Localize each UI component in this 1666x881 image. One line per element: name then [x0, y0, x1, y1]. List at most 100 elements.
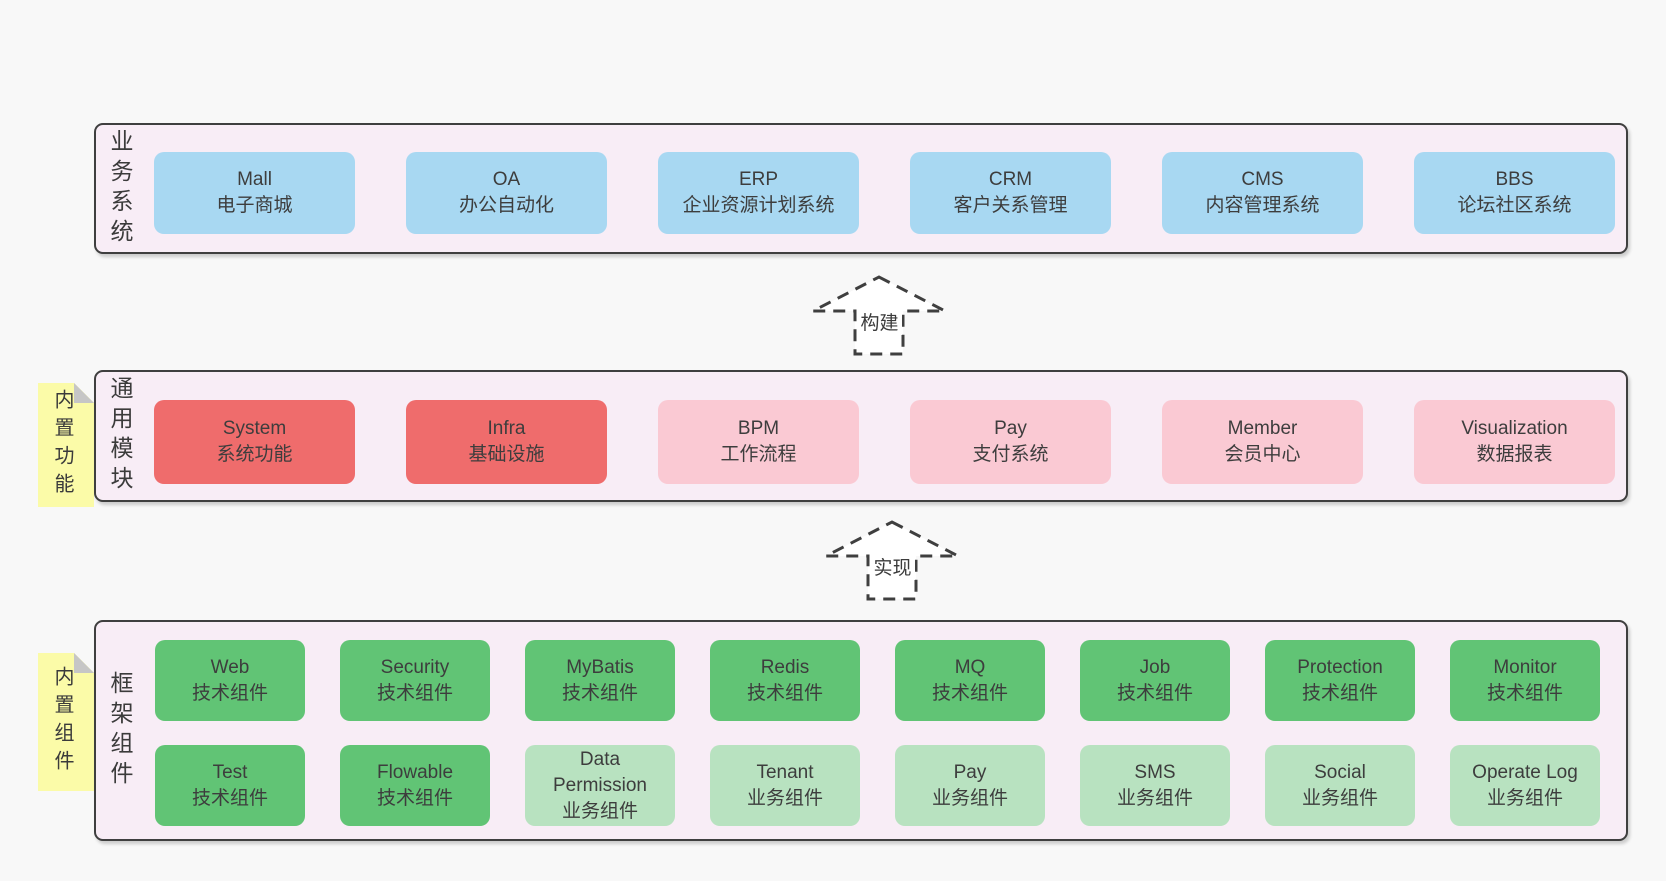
framework-boxes-row-1: Web 技术组件 Security 技术组件 MyBatis 技术组件 Redi…	[155, 640, 1600, 721]
component-box: Monitor 技术组件	[1450, 640, 1600, 721]
box-name: BBS	[1495, 169, 1534, 190]
box-desc: 业务组件	[1486, 787, 1563, 809]
system-box: BBS 论坛社区系统	[1414, 152, 1615, 234]
box-name: Mall	[237, 169, 272, 190]
box-name: SMS	[1134, 761, 1176, 783]
box-desc: 论坛社区系统	[1457, 195, 1572, 216]
component-box: Tenant 业务组件	[710, 745, 860, 826]
component-box: Job 技术组件	[1080, 640, 1230, 721]
component-box: Redis 技术组件	[710, 640, 860, 721]
box-desc: 技术组件	[931, 682, 1008, 704]
box-desc: 技术组件	[561, 682, 638, 704]
box-desc: 系统功能	[216, 444, 293, 465]
folded-corner-icon	[74, 653, 94, 673]
component-box: Operate Log 业务组件	[1450, 745, 1600, 826]
component-box: Protection 技术组件	[1265, 640, 1415, 721]
box-desc: 业务组件	[1301, 787, 1378, 809]
box-desc: 技术组件	[1116, 682, 1193, 704]
folded-corner-icon	[74, 383, 94, 403]
box-name: Operate Log	[1472, 761, 1578, 783]
box-name: MyBatis	[566, 656, 634, 678]
box-name: ERP	[738, 169, 779, 190]
system-box: CRM 客户关系管理	[910, 152, 1111, 234]
box-desc: 企业资源计划系统	[682, 195, 835, 216]
modules-boxes-row: System 系统功能 Infra 基础设施 BPM 工作流程 Pay 支付系统	[154, 400, 1615, 484]
box-name: Pay	[994, 418, 1027, 439]
common-modules-section: 通用模块 System 系统功能 Infra 基础设施 BPM 工作流程	[94, 370, 1628, 502]
box-name: CMS	[1241, 169, 1284, 190]
component-box: Test 技术组件	[155, 745, 305, 826]
box-name: Monitor	[1493, 656, 1557, 678]
component-box: SMS 业务组件	[1080, 745, 1230, 826]
section-label-modules: 通用模块	[107, 376, 133, 496]
box-name: Security	[380, 656, 450, 678]
build-arrow: 构建	[811, 275, 948, 357]
section-label-business: 业务系统	[107, 128, 133, 249]
arrow-label: 构建	[857, 313, 902, 335]
box-desc: 技术组件	[1486, 682, 1563, 704]
arrow-label: 实现	[870, 558, 915, 580]
box-name: System	[222, 418, 287, 439]
box-name: Social	[1314, 761, 1366, 783]
framework-components-section: 框架组件 Web 技术组件 Security 技术组件 MyBatis 技术组件	[94, 620, 1628, 841]
component-box: MQ 技术组件	[895, 640, 1045, 721]
sticky-note-built-in-features: 内置功能	[38, 383, 94, 507]
box-desc: 技术组件	[376, 787, 453, 809]
box-desc: 客户关系管理	[953, 195, 1068, 216]
box-desc: 内容管理系统	[1205, 195, 1320, 216]
framework-boxes-row-2: Test 技术组件 Flowable 技术组件 Data Permission …	[155, 745, 1600, 826]
box-name: Infra	[487, 418, 526, 439]
component-box: Pay 业务组件	[895, 745, 1045, 826]
box-name: CRM	[988, 169, 1033, 190]
module-box: BPM 工作流程	[658, 400, 859, 484]
module-box: Member 会员中心	[1162, 400, 1363, 484]
box-desc: 数据报表	[1476, 444, 1553, 465]
component-box: Security 技术组件	[340, 640, 490, 721]
module-box: Pay 支付系统	[910, 400, 1111, 484]
box-desc: 支付系统	[972, 444, 1049, 465]
sticky-note-label: 内置组件	[51, 666, 73, 778]
system-box: CMS 内容管理系统	[1162, 152, 1363, 234]
box-name: Web	[210, 656, 250, 678]
module-box: Infra 基础设施	[406, 400, 607, 484]
box-desc: 办公自动化	[458, 195, 554, 216]
box-name: Flowable	[376, 761, 454, 783]
box-desc: 技术组件	[376, 682, 453, 704]
box-desc: 业务组件	[931, 787, 1008, 809]
component-box: Flowable 技术组件	[340, 745, 490, 826]
box-name: Data Permission	[553, 748, 647, 796]
box-name: Pay	[953, 761, 987, 783]
component-box: MyBatis 技术组件	[525, 640, 675, 721]
box-name: BPM	[737, 418, 780, 439]
box-desc: 技术组件	[191, 787, 268, 809]
box-desc: 工作流程	[720, 444, 797, 465]
section-label-framework: 框架组件	[107, 670, 133, 791]
module-box: System 系统功能	[154, 400, 355, 484]
box-name: MQ	[954, 656, 986, 678]
box-desc: 基础设施	[468, 444, 545, 465]
system-box: OA 办公自动化	[406, 152, 607, 234]
box-desc: 业务组件	[561, 800, 638, 822]
box-desc: 电子商城	[216, 195, 293, 216]
system-box: Mall 电子商城	[154, 152, 355, 234]
box-desc: 业务组件	[1116, 787, 1193, 809]
component-box: Web 技术组件	[155, 640, 305, 721]
sticky-note-built-in-components: 内置组件	[38, 653, 94, 791]
box-desc: 技术组件	[1301, 682, 1378, 704]
box-desc: 会员中心	[1224, 444, 1301, 465]
box-name: Job	[1139, 656, 1171, 678]
box-desc: 业务组件	[746, 787, 823, 809]
business-systems-section: 业务系统 Mall 电子商城 OA 办公自动化 ERP 企业资源计划系统	[94, 123, 1628, 254]
box-name: OA	[492, 169, 521, 190]
box-name: Redis	[760, 656, 810, 678]
box-name: Tenant	[756, 761, 814, 783]
box-name: Protection	[1297, 656, 1383, 678]
box-desc: 技术组件	[191, 682, 268, 704]
component-box: Data Permission 业务组件	[525, 745, 675, 826]
box-desc: 技术组件	[746, 682, 823, 704]
sticky-note-label: 内置功能	[51, 389, 73, 501]
box-name: Test	[212, 761, 248, 783]
system-box: ERP 企业资源计划系统	[658, 152, 859, 234]
module-box: Visualization 数据报表	[1414, 400, 1615, 484]
